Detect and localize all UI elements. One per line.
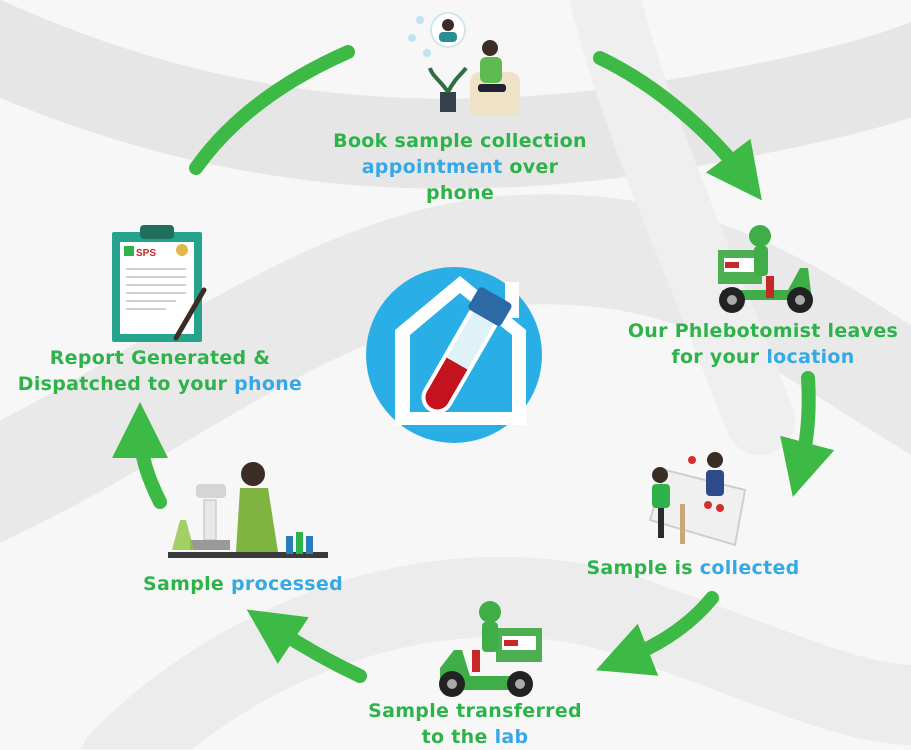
sample-collection-icon bbox=[648, 452, 747, 547]
step-2-highlight: location bbox=[766, 346, 855, 368]
arrow-step6-to-step1 bbox=[189, 45, 355, 175]
step-2-line1: Our Phlebotomist leaves bbox=[627, 320, 899, 342]
step-6-highlight: phone bbox=[234, 373, 303, 395]
arrow-step4-to-step5 bbox=[246, 609, 367, 683]
step-5-label: Sample processed bbox=[118, 571, 368, 597]
step-5-pre: Sample bbox=[142, 573, 232, 595]
step-2-label: Our Phlebotomist leaves for your locatio… bbox=[615, 318, 911, 370]
step-3-pre: Sample is bbox=[586, 557, 700, 579]
arrow-step1-to-step2 bbox=[593, 51, 762, 201]
step-4-line1: Sample transferred bbox=[368, 700, 582, 722]
scooter-phlebotomist-icon bbox=[718, 225, 813, 313]
step-3-label: Sample is collected bbox=[568, 555, 818, 581]
arrow-step2-to-step3 bbox=[780, 371, 835, 498]
home-blood-test-icon bbox=[366, 267, 542, 443]
step-6-line2-pre: Dispatched to your bbox=[17, 373, 235, 395]
step-6-label: Report Generated & Dispatched to your ph… bbox=[0, 345, 320, 397]
step-2-line2-pre: for your bbox=[671, 346, 767, 368]
scooter-transfer-icon bbox=[439, 601, 542, 697]
step-4-line2-pre: to the bbox=[421, 726, 495, 748]
clipboard-logo-text: SPS bbox=[136, 248, 156, 259]
step-4-label: Sample transferred to the lab bbox=[345, 698, 605, 750]
phone-booking-icon bbox=[408, 12, 520, 116]
arrow-step3-to-step4 bbox=[595, 591, 719, 676]
step-1-line2-rest: over phone bbox=[425, 156, 559, 204]
step-3-highlight: collected bbox=[699, 557, 800, 579]
flow-arrows bbox=[112, 45, 835, 683]
step-1-highlight: appointment bbox=[361, 156, 503, 178]
step-1-line1: Book sample collection bbox=[333, 130, 587, 152]
arrow-step5-to-step6 bbox=[112, 402, 169, 509]
lab-microscope-icon bbox=[168, 462, 328, 558]
clipboard-report-icon: SPS bbox=[112, 225, 207, 342]
step-5-highlight: processed bbox=[231, 573, 343, 595]
step-6-line1: Report Generated & bbox=[49, 347, 271, 369]
step-1-label: Book sample collection appointment over … bbox=[330, 128, 590, 206]
step-4-highlight: lab bbox=[494, 726, 529, 748]
